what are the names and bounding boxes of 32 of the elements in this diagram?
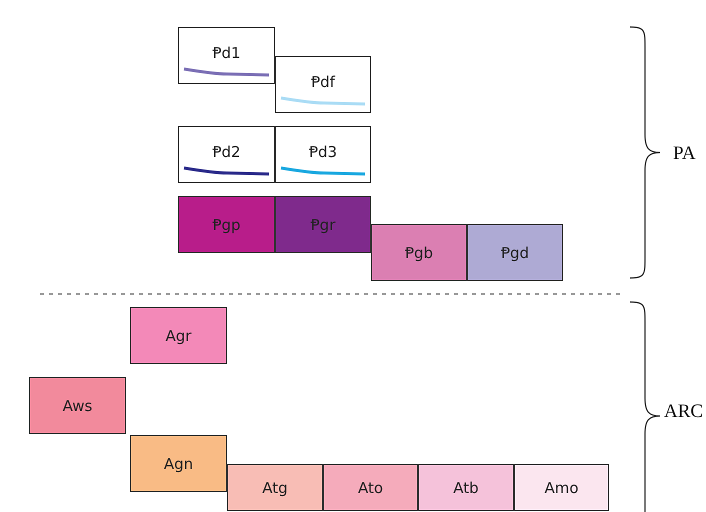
unit-box bbox=[371, 224, 467, 281]
unit-box bbox=[418, 464, 514, 511]
unit-label: Ᵽgr bbox=[310, 216, 336, 234]
unit-label: Aws bbox=[62, 396, 94, 414]
unit-label: Ato bbox=[356, 478, 384, 496]
unit-box bbox=[323, 464, 418, 511]
unit-box bbox=[130, 435, 227, 492]
unit-label: Atg bbox=[261, 478, 289, 496]
unit-label: Agn bbox=[162, 454, 194, 472]
unit-label: Ᵽgp bbox=[211, 216, 242, 234]
unit-box bbox=[467, 224, 563, 281]
unit-box bbox=[514, 464, 609, 511]
unit-label: Ᵽgd bbox=[500, 244, 530, 262]
unit-box bbox=[275, 126, 371, 183]
unit-label: Ᵽd1 bbox=[211, 44, 242, 62]
unit-box bbox=[178, 27, 275, 84]
unit-label: Ᵽd2 bbox=[211, 143, 242, 161]
unit-box bbox=[178, 196, 275, 253]
unit-box bbox=[130, 307, 227, 364]
unit-label: Atb bbox=[452, 478, 480, 496]
unit-label: Ᵽd3 bbox=[308, 143, 338, 161]
unit-label: Agr bbox=[164, 326, 192, 344]
unit-box bbox=[275, 196, 371, 253]
unit-box bbox=[29, 377, 126, 434]
era-label: ARC bbox=[664, 401, 704, 423]
unit-box bbox=[227, 464, 323, 511]
unit-label: Amo bbox=[543, 478, 580, 496]
unit-label: Ᵽgb bbox=[404, 244, 434, 262]
unit-label: Ᵽdf bbox=[310, 73, 336, 91]
unit-box bbox=[275, 56, 371, 113]
era-label: PA bbox=[673, 143, 696, 165]
unit-box bbox=[178, 126, 275, 183]
